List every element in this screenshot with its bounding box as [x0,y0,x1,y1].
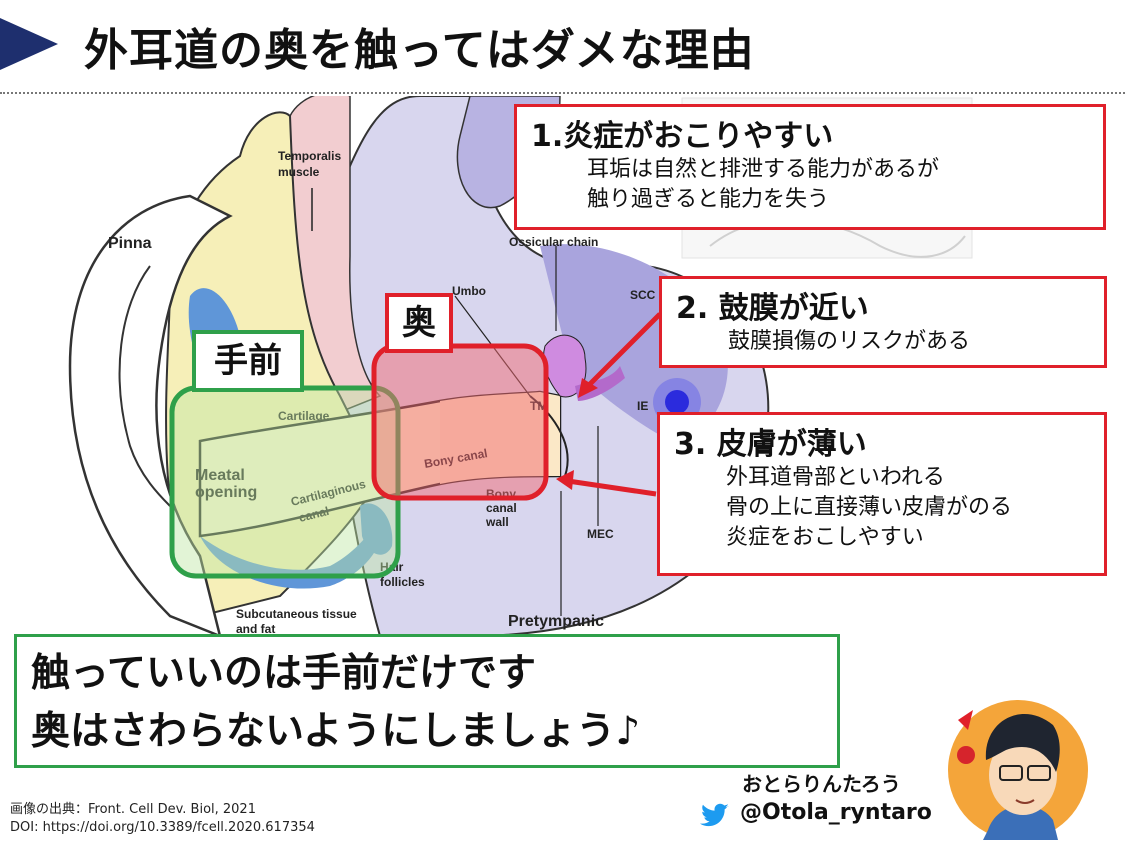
page-title: 外耳道の奥を触ってはダメな理由 [84,25,755,76]
callout-1-line-2: 触り過ぎると能力を失う [587,187,830,212]
author-handle[interactable]: @Otola_ryntaro [740,800,932,825]
label-bony-2: canal [486,501,517,515]
image-source: 画像の出典：Front. Cell Dev. Biol, 2021 [10,802,256,817]
label-cartilage: Cartilage [278,409,330,423]
back-tag: 奥 [385,293,453,353]
cartilage-blue-lower [200,516,382,589]
pinna-inner-fold [118,265,171,507]
back-canal-highlight [371,343,549,501]
arrow-to-bony-canal-head [556,470,574,490]
title-divider [0,92,1125,94]
arrow-to-eardrum-head [578,378,598,398]
callout-thin-skin: 3. 皮膚が薄い 外耳道骨部といわれる 骨の上に直接薄い皮膚がのる 炎症をおこし… [657,412,1107,576]
pinna-outline [68,194,233,636]
author-avatar [948,700,1088,840]
callout-1-heading: 1.炎症がおこりやすい [531,119,834,154]
avatar-shirt [983,805,1058,840]
title-arrow-icon [0,18,58,70]
avatar-glasses-left [999,765,1023,781]
callout-2-heading: 2. 鼓膜が近い [676,291,869,326]
cartilage-blue-small [360,503,393,555]
avatar-flag [958,710,973,730]
label-temporalis-2: muscle [278,165,320,179]
callout-3-line-1: 外耳道骨部といわれる [726,465,945,490]
front-tag: 手前 [192,330,304,392]
callout-1-line-1: 耳垢は自然と排泄する能力があるが [587,157,940,182]
arrow-to-eardrum [584,312,662,390]
label-mec: MEC [587,527,614,541]
label-bony-3: wall [485,515,509,529]
inner-ear-core [665,390,689,414]
callout-eardrum: 2. 鼓膜が近い 鼓膜損傷のリスクがある [659,276,1107,368]
avatar-hair [985,713,1060,772]
label-umbo: Umbo [452,284,486,298]
label-hair-2: follicles [380,575,425,589]
twitter-bird-icon[interactable] [700,803,730,829]
arrow-to-bony-canal [567,478,657,497]
label-subcutaneous-2: and fat [236,622,275,636]
label-scc: SCC [630,288,656,302]
label-ie: IE [637,399,648,413]
label-subcutaneous-1: Subcutaneous tissue [236,607,357,621]
conclusion-box: 触っていいのは手前だけです 奥はさわらないようにしましょう♪ [14,634,840,768]
callout-3-heading: 3. 皮膚が薄い [674,427,867,462]
callout-3-line-3: 炎症をおこしやすい [726,525,924,550]
label-ossicular-chain: Ossicular chain [509,235,598,249]
doi-link[interactable]: DOI: https://doi.org/10.3389/fcell.2020.… [10,820,315,835]
callout-3-line-2: 骨の上に直接薄い皮膚がのる [726,495,1013,520]
conclusion-line-1: 触っていいのは手前だけです [31,651,537,696]
avatar-glasses-right [1027,765,1051,781]
label-temporalis-1: Temporalis [278,149,341,163]
callout-inflammation: 1.炎症がおこりやすい 耳垢は自然と排泄する能力があるが 触り過ぎると能力を失う [514,104,1106,230]
label-meatal-2: opening [195,484,257,501]
label-pretympanic-1: Pretympanic [508,613,604,630]
avatar-held-object [957,746,975,764]
conclusion-line-2: 奥はさわらないようにしましょう♪ [31,709,641,754]
label-pinna: Pinna [108,235,152,252]
author-name: おとらりんたろう [742,772,901,796]
callout-2-line-1: 鼓膜損傷のリスクがある [728,329,971,354]
label-meatal-1: Meatal [195,467,245,484]
front-canal-highlight [169,385,401,579]
avatar-mouth [1015,799,1035,804]
